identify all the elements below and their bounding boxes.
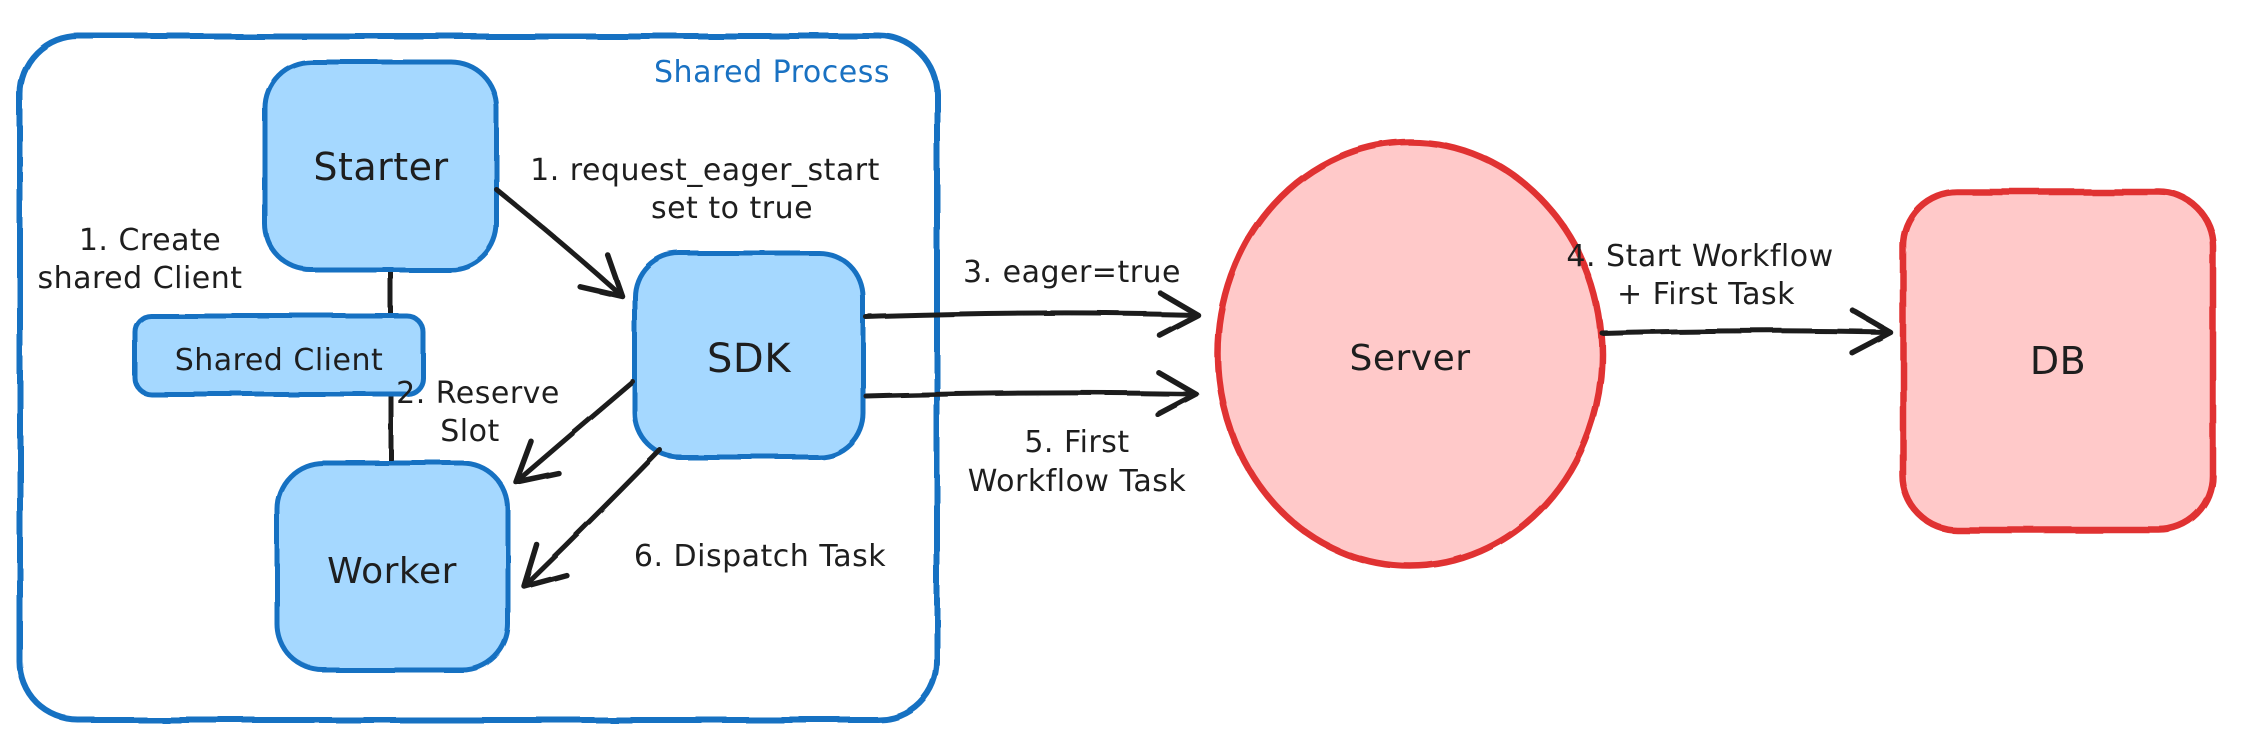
arrow-dispatch-task <box>521 447 663 589</box>
annotation-request-eager-start-line2: set to true <box>651 191 813 226</box>
annotation-first-workflow-task-line2: Workflow Task <box>968 464 1187 499</box>
worker-node-box <box>274 460 511 673</box>
shared-client-node-box <box>132 313 426 397</box>
annotation-eager-true: 3. eager=true <box>963 255 1181 290</box>
annotation-start-workflow-line1: 4. Start Workflow <box>1566 239 1833 274</box>
annotation-reserve-slot-line2: Slot <box>440 414 500 449</box>
db-node-label: DB <box>2030 339 2086 383</box>
sdk-node-box <box>632 250 866 460</box>
server-node-circle <box>1214 138 1606 570</box>
starter-node-box <box>262 59 500 273</box>
arrow-eager-true <box>863 290 1201 338</box>
shared-client-node-label: Shared Client <box>175 343 384 378</box>
arrow-start-workflow <box>1599 307 1893 355</box>
arrow-reserve-slot <box>513 379 636 485</box>
shared-process-label: Shared Process <box>654 55 890 90</box>
annotation-create-shared-client-line2: shared Client <box>37 261 242 296</box>
annotation-create-shared-client-line1: 1. Create <box>79 223 221 258</box>
shared-process-container <box>17 33 940 723</box>
server-node-label: Server <box>1349 338 1470 379</box>
annotation-dispatch-task: 6. Dispatch Task <box>634 539 886 574</box>
annotation-start-workflow-line2: + First Task <box>1617 277 1795 312</box>
worker-node-label: Worker <box>327 551 457 592</box>
starter-node-label: Starter <box>313 145 448 189</box>
annotation-reserve-slot-line1: 2. Reserve <box>396 376 560 411</box>
annotation-request-eager-start-line1: 1. request_eager_start <box>530 153 880 188</box>
db-node-box <box>1899 188 2217 534</box>
arrow-first-workflow-task <box>863 369 1199 418</box>
annotation-first-workflow-task-line1: 5. First <box>1024 425 1129 460</box>
arrow-request-eager-start <box>494 187 625 299</box>
sdk-node-label: SDK <box>707 336 792 382</box>
